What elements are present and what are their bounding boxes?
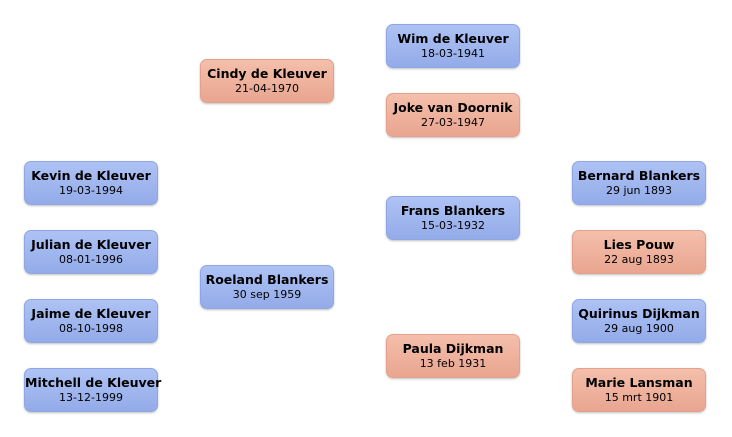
person-card-marie[interactable]: Marie Lansman 15 mrt 1901 xyxy=(572,368,706,412)
person-date: 18-03-1941 xyxy=(421,47,485,60)
person-date: 19-03-1994 xyxy=(59,184,123,197)
person-card-kevin[interactable]: Kevin de Kleuver 19-03-1994 xyxy=(24,161,158,205)
person-date: 08-10-1998 xyxy=(59,322,123,335)
person-name: Roeland Blankers xyxy=(205,272,329,287)
person-name: Cindy de Kleuver xyxy=(207,66,327,81)
person-date: 29 aug 1900 xyxy=(604,322,674,335)
person-name: Paula Dijkman xyxy=(402,341,504,356)
person-date: 15 mrt 1901 xyxy=(604,391,674,404)
person-date: 13-12-1999 xyxy=(59,391,123,404)
person-date: 13 feb 1931 xyxy=(419,357,487,370)
person-date: 15-03-1932 xyxy=(421,219,485,232)
person-date: 08-01-1996 xyxy=(59,253,123,266)
person-card-cindy[interactable]: Cindy de Kleuver 21-04-1970 xyxy=(200,59,334,103)
person-card-frans[interactable]: Frans Blankers 15-03-1932 xyxy=(386,196,520,240)
person-name: Wim de Kleuver xyxy=(397,31,509,46)
person-date: 27-03-1947 xyxy=(421,116,485,129)
person-date: 21-04-1970 xyxy=(235,82,299,95)
person-card-joke[interactable]: Joke van Doornik 27-03-1947 xyxy=(386,93,520,137)
person-name: Marie Lansman xyxy=(585,375,693,390)
person-name: Jaime de Kleuver xyxy=(31,306,151,321)
person-date: 30 sep 1959 xyxy=(232,288,302,301)
person-card-julian[interactable]: Julian de Kleuver 08-01-1996 xyxy=(24,230,158,274)
person-card-roeland[interactable]: Roeland Blankers 30 sep 1959 xyxy=(200,265,334,309)
person-card-paula[interactable]: Paula Dijkman 13 feb 1931 xyxy=(386,334,520,378)
person-name: Bernard Blankers xyxy=(577,168,701,183)
person-name: Joke van Doornik xyxy=(393,100,513,115)
person-card-mitchell[interactable]: Mitchell de Kleuver 13-12-1999 xyxy=(24,368,162,412)
person-name: Lies Pouw xyxy=(603,237,675,252)
person-name: Quirinus Dijkman xyxy=(578,306,700,321)
person-card-bernard[interactable]: Bernard Blankers 29 jun 1893 xyxy=(572,161,706,205)
person-name: Kevin de Kleuver xyxy=(31,168,151,183)
person-card-wim[interactable]: Wim de Kleuver 18-03-1941 xyxy=(386,24,520,68)
person-card-lies[interactable]: Lies Pouw 22 aug 1893 xyxy=(572,230,706,274)
person-name: Mitchell de Kleuver xyxy=(25,375,162,390)
person-date: 29 jun 1893 xyxy=(606,184,672,197)
person-card-quirinus[interactable]: Quirinus Dijkman 29 aug 1900 xyxy=(572,299,706,343)
person-name: Julian de Kleuver xyxy=(31,237,151,252)
person-date: 22 aug 1893 xyxy=(604,253,674,266)
person-card-jaime[interactable]: Jaime de Kleuver 08-10-1998 xyxy=(24,299,158,343)
person-name: Frans Blankers xyxy=(400,203,506,218)
